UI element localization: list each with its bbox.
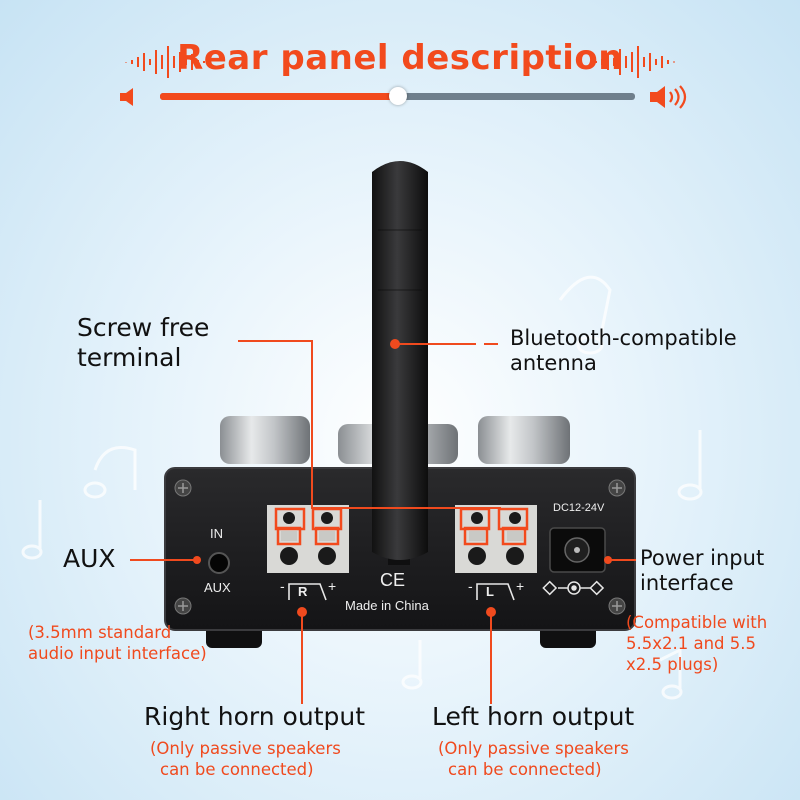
right-horn-note: (Only passive speakers can be connected) <box>150 739 341 780</box>
aux-label: AUX <box>63 544 116 573</box>
volume-low-icon <box>120 88 133 106</box>
left-horn-note: (Only passive speakers can be connected) <box>438 739 629 780</box>
leader-right-output <box>301 612 303 704</box>
volume-slider-handle[interactable] <box>388 87 407 105</box>
right-channel-label: R <box>298 584 308 599</box>
aux-port-label: AUX <box>204 580 231 595</box>
dc-voltage-label: DC12-24V <box>553 502 605 514</box>
left-horn-output-label: Left horn output <box>432 702 635 731</box>
leader-antenna <box>398 343 476 345</box>
in-label: IN <box>210 526 223 541</box>
page-title: Rear panel description <box>177 38 623 78</box>
bluetooth-antenna-label: Bluetooth-compatible antenna <box>510 326 737 376</box>
screw-free-terminal-label: Screw free terminal <box>77 313 210 372</box>
right-minus-label: - <box>280 578 285 594</box>
power-note: (Compatible with 5.5x2.1 and 5.5 x2.5 pl… <box>626 613 768 675</box>
leader-screw-terminal-vertical <box>311 340 313 508</box>
left-channel-label: L <box>486 584 494 599</box>
volume-high-icon <box>650 85 687 109</box>
aux-note: (3.5mm standard audio input interface) <box>28 623 207 664</box>
power-input-label: Power input interface <box>640 546 765 596</box>
made-in-label: Made in China <box>345 598 429 613</box>
leader-left-output <box>490 612 492 704</box>
sound-wave-left-decoration <box>125 46 205 78</box>
leader-aux <box>130 559 197 561</box>
left-plus-label: + <box>516 578 525 594</box>
leader-power <box>608 559 636 561</box>
volume-slider-fill <box>160 93 398 100</box>
left-minus-label: - <box>468 578 473 594</box>
ce-mark: CE <box>380 570 406 590</box>
right-horn-output-label: Right horn output <box>144 702 366 731</box>
right-plus-label: + <box>328 578 337 594</box>
sound-wave-right-decoration <box>595 46 675 78</box>
leader-screw-terminal-horizontal <box>311 507 501 509</box>
leader-antenna-end <box>484 343 498 345</box>
leader-screw-terminal <box>238 340 312 342</box>
